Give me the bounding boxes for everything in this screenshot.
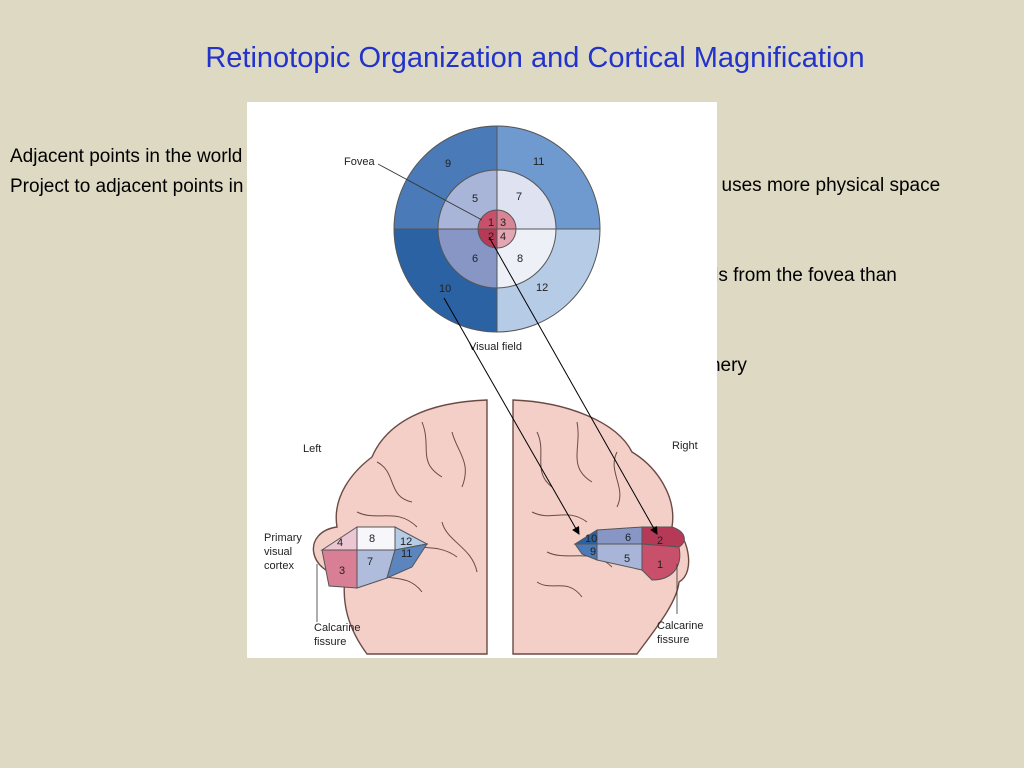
pvc-label-line-2: visual: [264, 546, 292, 558]
left-caption: Adjacent points in the world Project to …: [10, 142, 300, 202]
right-cortex-number-10: 10: [585, 533, 597, 545]
left-hemisphere-label: Left: [303, 443, 321, 455]
slide-title: Retinotopic Organization and Cortical Ma…: [205, 42, 865, 74]
left-brain-gyri: [356, 421, 478, 593]
fovea-label: Fovea: [344, 156, 375, 168]
left-caption-line-2: Project to adjacent points in cortex: [10, 176, 301, 197]
field-number-11: 11: [533, 156, 544, 168]
primary-visual-cortex-label: Primary visual cortex: [264, 532, 302, 572]
left-cortex-number-12: 12: [400, 536, 412, 548]
field-number-2: 2: [488, 231, 494, 243]
field-number-9: 9: [445, 158, 451, 170]
left-hemisphere: 4 8 12 3 7 11: [312, 399, 488, 655]
field-segment-4: [496, 228, 517, 249]
right-cortex-segment-1: [641, 543, 681, 581]
field-number-6: 6: [472, 253, 478, 265]
field-segment-1: [477, 209, 498, 230]
calcarine-left-line-1: Calcarine: [314, 622, 360, 634]
field-segment-5: [437, 169, 498, 230]
right-cortex-number-1: 1: [657, 559, 663, 571]
left-brain-shape: [312, 399, 488, 655]
pvc-label-line-1: Primary: [264, 532, 302, 544]
visual-field-label: Visual field: [469, 341, 522, 353]
field-number-8: 8: [517, 253, 523, 265]
field-number-12: 12: [536, 282, 548, 294]
visual-field-fovea: [477, 209, 517, 249]
arrow-field2-to-cortex2: [488, 236, 658, 535]
right-brain-gyri: [531, 421, 648, 598]
retinotopy-diagram: 1 2 3 4 5 6 7 8 9 10 11 12 Fovea Visual …: [264, 125, 703, 655]
left-cortex-number-4: 4: [337, 537, 343, 549]
left-caption-line-1: Adjacent points in the world: [10, 146, 243, 167]
fovea-pointer-line: [377, 163, 483, 221]
left-cortex-number-8: 8: [369, 533, 375, 545]
visual-field-middle-ring: [437, 169, 557, 289]
left-cortex-number-3: 3: [339, 565, 345, 577]
field-number-10: 10: [439, 283, 451, 295]
field-segment-7: [496, 169, 557, 230]
field-segment-3: [496, 209, 517, 230]
field-number-3: 3: [500, 217, 506, 229]
calcarine-right-line-2: fissure: [657, 634, 689, 646]
arrow-field10-to-cortex10: [443, 297, 580, 535]
field-number-5: 5: [472, 193, 478, 205]
field-number-1: 1: [488, 217, 494, 229]
field-number-4: 4: [500, 231, 506, 243]
retinotopy-figure: 1 2 3 4 5 6 7 8 9 10 11 12 Fovea Visual …: [247, 102, 717, 658]
calcarine-left-line-2: fissure: [314, 636, 346, 648]
right-cortex-segment-6: [596, 526, 643, 545]
left-cortex-number-11: 11: [401, 548, 412, 560]
field-segment-6: [437, 228, 498, 289]
calcarine-right-line-1: Calcarine: [657, 620, 703, 632]
field-number-7: 7: [516, 191, 522, 203]
calcarine-fissure-left-label: Calcarine fissure: [314, 622, 360, 648]
right-cortex-number-5: 5: [624, 553, 630, 565]
left-cortex-number-7: 7: [367, 556, 373, 568]
right-hemisphere: 10 6 2 9 5 1: [512, 399, 690, 655]
right-cortex-number-9: 9: [590, 546, 596, 558]
pvc-label-line-3: cortex: [264, 560, 294, 572]
visual-field-numbers: 1 2 3 4 5 6 7 8 9 10 11 12: [439, 156, 548, 295]
left-cortex-segment-11: [386, 543, 429, 579]
field-segment-8: [496, 228, 557, 289]
right-hemisphere-label: Right: [672, 440, 698, 452]
calcarine-fissure-right-label: Calcarine fissure: [657, 620, 703, 646]
right-cortex-segment-2: [641, 526, 685, 548]
left-cortex-segment-8: [356, 526, 396, 551]
right-cortex-number-2: 2: [657, 535, 663, 547]
right-cortex-number-6: 6: [625, 532, 631, 544]
